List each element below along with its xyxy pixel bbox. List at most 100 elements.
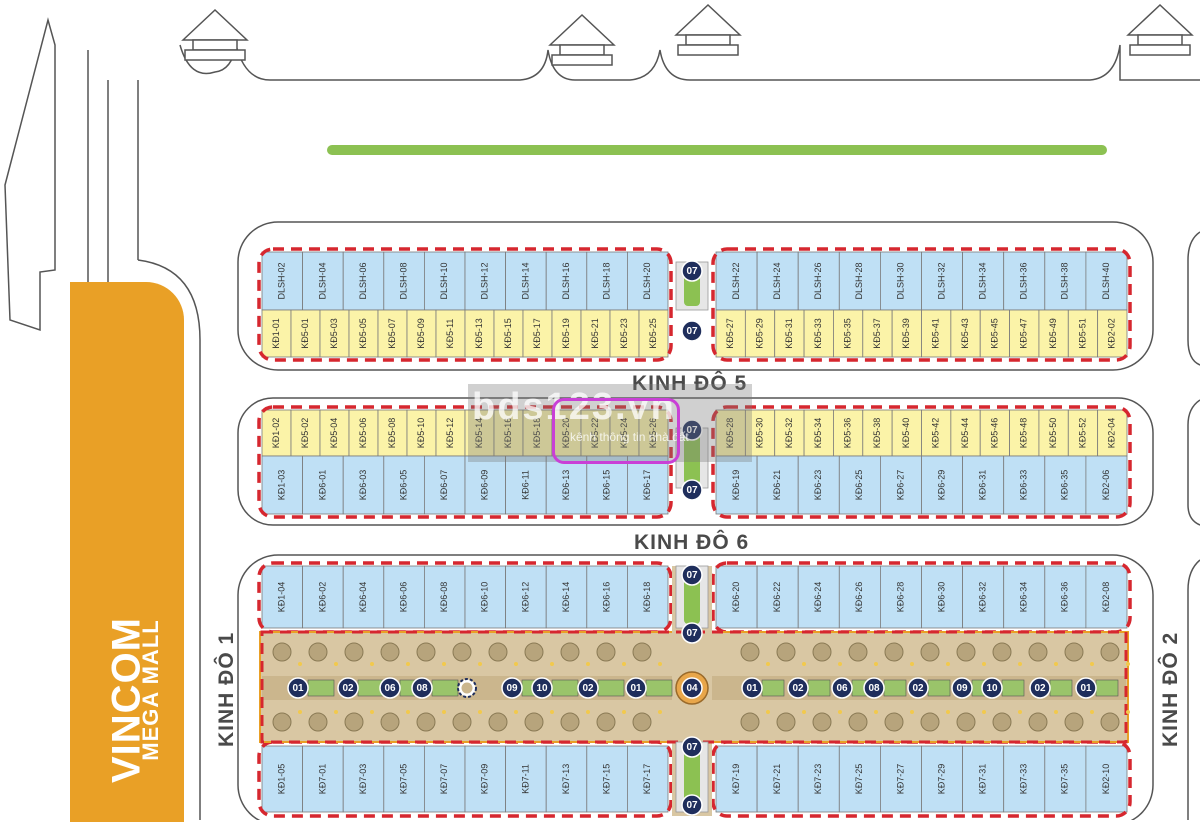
lot-label: KĐ1-02 xyxy=(271,418,281,449)
lamp-icon xyxy=(442,662,446,666)
tree-icon xyxy=(776,642,796,662)
lamp-icon xyxy=(406,662,410,666)
amenity-badge xyxy=(531,677,553,699)
mall-subtitle: MEGA MALL xyxy=(138,619,163,761)
lot-label: KĐ6-11 xyxy=(520,470,530,500)
lot-label: KĐ5-26 xyxy=(648,418,658,449)
lot xyxy=(797,455,840,515)
lot xyxy=(797,565,840,629)
lot xyxy=(586,455,628,515)
amenity-badge-label: 06 xyxy=(836,683,848,694)
lot xyxy=(627,565,669,629)
lot xyxy=(962,455,1005,515)
amenity-badge-label: 02 xyxy=(1034,683,1046,694)
amenity-badge xyxy=(863,677,885,699)
lamp-icon xyxy=(1018,710,1022,714)
passage-greenery xyxy=(684,746,700,808)
lot xyxy=(586,745,628,813)
lot-label: KĐ6-19 xyxy=(731,470,741,501)
lot-label: KĐ5-39 xyxy=(901,318,911,349)
tree-icon xyxy=(740,712,760,732)
lamp-icon xyxy=(298,662,302,666)
tree-icon xyxy=(1064,642,1084,662)
tree-icon xyxy=(380,712,400,732)
lamp-icon xyxy=(298,710,302,714)
lamp-icon xyxy=(658,662,662,666)
lot-label: KĐ7-29 xyxy=(936,764,946,795)
lot-label: KĐ6-08 xyxy=(439,582,449,613)
lot-label: KĐ5-13 xyxy=(474,318,484,349)
lot xyxy=(261,251,303,311)
amenity-badge-label: 10 xyxy=(536,683,548,694)
lot-label: KĐ6-21 xyxy=(772,470,782,501)
pavilion-icon xyxy=(685,34,731,46)
amenity xyxy=(761,679,785,697)
lot xyxy=(580,409,611,457)
vincom-mega-mall-block[interactable] xyxy=(70,282,184,822)
lot xyxy=(302,565,344,629)
lot xyxy=(921,745,963,813)
lot-label: KĐ2-02 xyxy=(1107,318,1117,349)
lot-label: KĐ5-33 xyxy=(813,318,823,349)
tree-icon xyxy=(524,642,544,662)
lot xyxy=(774,409,805,457)
lot-label: KĐ6-22 xyxy=(772,582,782,613)
lot-label: DLSH-06 xyxy=(358,262,368,299)
amenity-badge xyxy=(501,677,523,699)
lot-label: KĐ5-50 xyxy=(1048,418,1058,449)
lot-label: KĐ7-15 xyxy=(601,764,611,795)
amenity-badge-label: 09 xyxy=(956,683,968,694)
lot-label: DLSH-20 xyxy=(642,262,652,299)
block-boundary xyxy=(711,405,1132,519)
gap-badge-label: 07 xyxy=(686,800,698,811)
lot-label: KĐ2-08 xyxy=(1101,582,1111,613)
block-boundary xyxy=(711,740,1132,818)
amenity-badge xyxy=(1029,677,1051,699)
lot-label: KĐ5-15 xyxy=(503,318,513,349)
lot xyxy=(580,309,611,358)
lot-label: KĐ5-45 xyxy=(989,318,999,349)
lot-label: DLSH-08 xyxy=(398,262,408,299)
selected-lot-highlight[interactable] xyxy=(552,398,680,464)
amenity-badge-label: 02 xyxy=(582,683,594,694)
lot xyxy=(756,745,799,813)
lot xyxy=(638,409,669,457)
lot-label: DLSH-28 xyxy=(854,262,864,299)
lot-label: KĐ7-09 xyxy=(480,764,490,795)
lot xyxy=(774,309,805,358)
amenity-badge xyxy=(625,677,647,699)
pavilion-icon xyxy=(1137,34,1183,46)
tree-icon xyxy=(308,642,328,662)
tree-icon xyxy=(848,642,868,662)
gap-badge-label: 07 xyxy=(686,425,698,436)
gap-badge xyxy=(681,320,703,342)
lamp-icon xyxy=(550,710,554,714)
lot-label: KĐ5-05 xyxy=(358,318,368,349)
lot-label: KĐ5-32 xyxy=(784,418,794,449)
lot-label: KĐ1-05 xyxy=(277,764,287,795)
lot xyxy=(921,309,952,358)
lot xyxy=(744,309,776,358)
amenity xyxy=(807,679,831,697)
gap-badge xyxy=(681,419,703,441)
lot-label: KĐ5-30 xyxy=(754,418,764,449)
amenity-badge-label: 08 xyxy=(868,683,880,694)
tree-icon xyxy=(488,712,508,732)
lot-label: KĐ2-10 xyxy=(1101,764,1111,795)
lot xyxy=(435,409,466,457)
tree-icon xyxy=(812,642,832,662)
lot xyxy=(979,409,1010,457)
amenity-badge-label: 01 xyxy=(1080,683,1092,694)
tree-icon xyxy=(272,712,292,732)
lot-label: KĐ5-41 xyxy=(931,318,941,349)
lot-label: KĐ6-30 xyxy=(936,582,946,613)
lot xyxy=(383,251,425,311)
tree-icon xyxy=(920,712,940,732)
lot-label: KĐ5-27 xyxy=(725,318,735,349)
lot-label: KĐ1-04 xyxy=(277,582,287,613)
gear-icon xyxy=(457,678,477,698)
tree-icon xyxy=(740,642,760,662)
tree-icon xyxy=(1028,642,1048,662)
lot-label: DLSH-34 xyxy=(978,262,988,299)
lot xyxy=(833,409,864,457)
